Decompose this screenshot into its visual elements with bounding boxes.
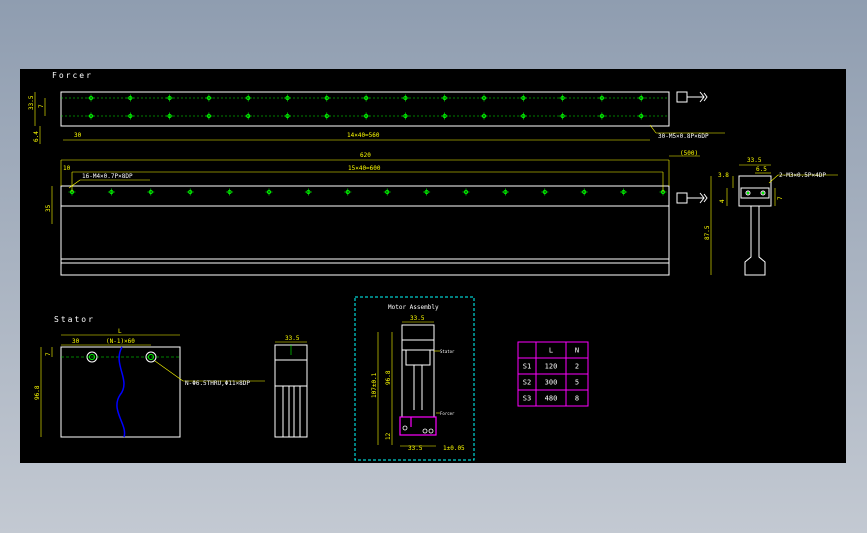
forcer-hole-callout: 30-M5×0.8P×6DP: [658, 133, 709, 140]
forcer-side-view: [60, 185, 670, 276]
table-cell: S3: [523, 395, 531, 403]
motor-assembly-forcer-tag: Forcer: [440, 411, 455, 416]
hole-mark: [226, 188, 234, 196]
motor-assembly-dim-height: 107±0.1: [371, 372, 378, 398]
hole-mark: [265, 188, 273, 196]
forcer-top-view: [60, 91, 670, 127]
hole-mark: [462, 188, 470, 196]
motor-assembly-dim-33-5-bottom: 33.5: [408, 445, 423, 452]
motor-assembly-stator-tag: Stator: [440, 349, 455, 354]
stator-holes: [61, 351, 180, 363]
motor-assembly-dim-96-8: 96.8: [385, 370, 392, 385]
motor-assembly-dim-12: 12: [385, 432, 392, 440]
forcer-dim-33-5: 33.5: [28, 95, 35, 110]
forcer-side-cable: [676, 192, 708, 204]
table-header-cell: N: [575, 347, 579, 355]
forcer-side-dim-620: 620: [360, 152, 371, 159]
table-cell: 2: [575, 363, 579, 371]
end-view-dimensions: [710, 164, 838, 275]
motor-assembly-forcer-detail: [402, 425, 434, 434]
stator-end-dim-33-5: 33.5: [285, 335, 300, 342]
table-cell: 300: [545, 379, 558, 387]
motor-assembly-dim-gap: 1±0.05: [443, 445, 465, 452]
forcer-title: Forcer: [52, 71, 93, 80]
stator-title: Stator: [54, 315, 95, 324]
table-cell: 5: [575, 379, 579, 387]
end-view-dim-33-5: 33.5: [747, 157, 762, 164]
hole-mark: [147, 188, 155, 196]
stator-end-dimensions: [275, 341, 307, 355]
forcer-side-dimensions: [51, 155, 700, 224]
end-view-dim-3-8: 3.8: [718, 172, 729, 179]
hole-mark: [501, 188, 509, 196]
drawing-canvas[interactable]: [20, 69, 846, 463]
motor-assembly-forcer: [399, 416, 437, 436]
hole-mark: [107, 188, 115, 196]
forcer-dim-pitch: 14×40=560: [347, 132, 380, 139]
forcer-dim-30: 30: [74, 132, 82, 139]
stator-break-line: [116, 346, 126, 438]
stator-side-view: [60, 346, 181, 438]
forcer-side-dim-pitch: 15×40=600: [348, 165, 381, 172]
hole-mark: [344, 188, 352, 196]
stator-dim-7: 7: [45, 352, 52, 356]
motor-assembly-dim-33-5-top: 33.5: [410, 315, 425, 322]
motor-assembly-frame: [354, 296, 475, 461]
hole-mark: [304, 188, 312, 196]
table-cell: 480: [545, 395, 558, 403]
end-view-dim-6-5: 6.5: [756, 166, 767, 173]
motor-assembly-dimensions: [377, 321, 440, 447]
forcer-side-dim-10: 10: [63, 165, 71, 172]
stator-dim-30: 30: [72, 338, 80, 345]
stator-dimensions: [40, 334, 265, 437]
table-cell: S1: [523, 363, 531, 371]
stator-dim-l: L: [118, 328, 122, 335]
hole-mark: [186, 188, 194, 196]
forcer-top-dimensions: [34, 92, 725, 144]
stator-dim-pitch: (N-1)×60: [106, 338, 135, 345]
forcer-top-centerline: [61, 97, 669, 117]
end-view-dim-87-5: 87.5: [704, 225, 711, 240]
stator-size-table: L N S1 120 2S2 300 5S3 480 8: [517, 341, 589, 407]
stator-dim-96-8: 96.8: [34, 385, 41, 400]
hole-mark: [620, 188, 628, 196]
end-view-callout: 2-M3×0.5P×4DP: [779, 172, 826, 179]
table-cell: S2: [523, 379, 531, 387]
end-view-dim-4: 4: [719, 199, 726, 203]
hole-mark: [580, 188, 588, 196]
forcer-side-callout: 16-M4×0.7P×8DP: [82, 173, 133, 180]
end-view-dim-7: 7: [777, 196, 784, 200]
motor-assembly-title: Motor Assembly: [388, 304, 439, 311]
hole-mark: [383, 188, 391, 196]
forcer-dim-7: 7: [38, 104, 45, 108]
forcer-side-dim-500: (500): [680, 150, 698, 157]
table-cell: 8: [575, 395, 579, 403]
hole-mark: [541, 188, 549, 196]
forcer-cable-connector: [676, 91, 708, 103]
forcer-end-view: [738, 175, 772, 276]
forcer-dim-6-4: 6.4: [33, 131, 40, 142]
end-view-holes: [746, 191, 765, 195]
stator-hole-callout: N-Φ6.5THRU,Φ11×8DP: [185, 380, 250, 387]
table-header-cell: L: [549, 347, 553, 355]
table-cell: 120: [545, 363, 558, 371]
forcer-side-dim-35: 35: [45, 204, 52, 212]
hole-mark: [423, 188, 431, 196]
